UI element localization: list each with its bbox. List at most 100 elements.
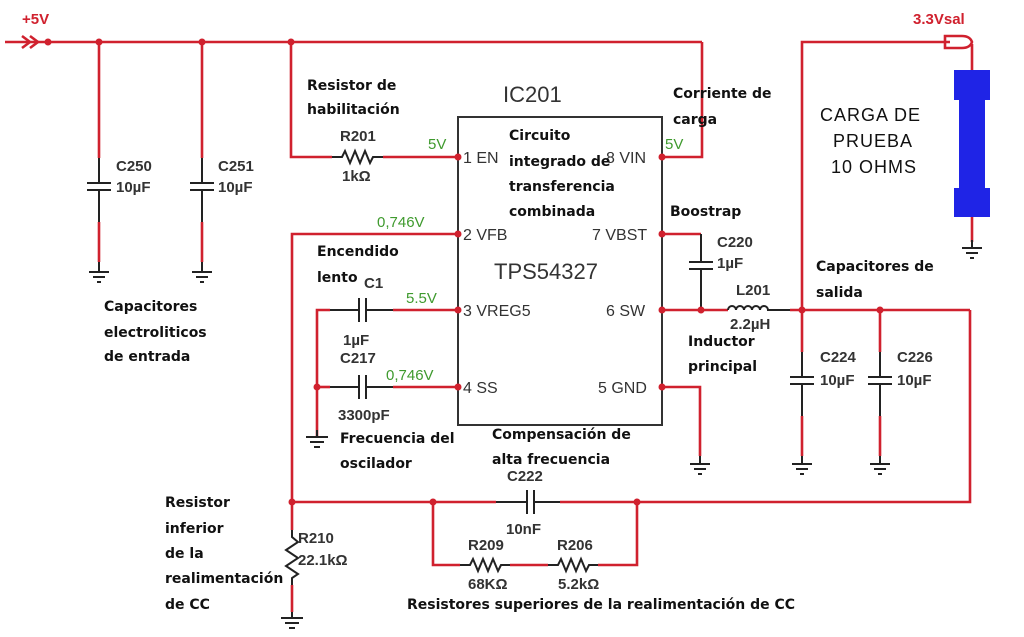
label: 5 GND [598,380,647,397]
label: Capacitores de [816,259,934,275]
capacitor-c251: C251 10µF [190,42,254,283]
label: de CC [165,597,210,613]
label: Inductor [688,334,755,350]
junction-dot [697,306,705,314]
label: inferior [165,521,224,537]
label: 1µF [343,332,369,349]
label: electroliticos [104,325,207,341]
wire-segment [636,310,972,504]
wire-segment [954,70,990,100]
wire-segment [290,232,458,502]
label: C1 [364,275,383,292]
label: 10µF [218,179,253,196]
label: 10µF [820,372,855,389]
label: IC201 [503,82,562,107]
wire-segment [662,385,702,456]
vin-net-label: +5V [22,11,49,28]
label: 5.5V [406,290,437,307]
label: lento [317,270,358,286]
label: 1kΩ [342,168,371,185]
label: R206 [557,537,593,554]
label: 1 EN [463,150,499,167]
label: Resistor [165,495,230,511]
resistor-r206: R206 5.2kΩ [548,502,639,593]
label: 10µF [897,372,932,389]
wire-segment [727,305,790,311]
label: Boostrap [670,204,741,220]
test-load-resistor: CARGA DE PRUEBA 10 OHMS [820,70,990,259]
label: 1µF [717,255,743,272]
vout-net-label: 3.3Vsal [913,11,965,28]
wire-segment [431,502,460,567]
label: C217 [340,350,376,367]
label: 6 SW [606,303,646,320]
label: C224 [820,349,857,366]
label: realimentación [165,571,283,587]
label: salida [816,285,863,301]
capacitor-c224: C224 10µF [790,310,857,475]
label: 8 VIN [606,150,646,167]
ground-icon [89,262,109,283]
label: 10µF [116,179,151,196]
wire-segment [598,502,639,567]
label: 0,746V [386,367,434,384]
label: C220 [717,234,753,251]
label: carga [673,112,717,128]
wire-segment [284,530,300,585]
ground-icon [306,430,328,448]
junction-dot [44,38,52,46]
wire-segment [662,42,704,159]
label: Encendido [317,244,399,260]
label: C222 [507,468,543,485]
label: C251 [218,158,254,175]
label: R201 [340,128,376,145]
label: 68KΩ [468,576,508,593]
wire-segment [289,42,332,159]
ground-icon [690,456,710,475]
label: 5.2kΩ [558,576,599,593]
label: de entrada [104,349,190,365]
label: integrado de [509,154,610,170]
label: Capacitores [104,299,197,315]
label: 2.2µH [730,316,770,333]
label: 10nF [506,521,541,538]
label: Corriente de [673,86,772,102]
label: R210 [298,530,334,547]
label: principal [688,359,757,375]
capacitor-c222: C222 10nF [496,468,637,538]
label: C226 [897,349,933,366]
ground-icon [962,240,982,259]
label: de la [165,546,204,562]
resistor-r201: R201 1kΩ [289,42,458,185]
ground-icon [192,262,212,283]
wire-segment [460,556,510,574]
wire-segment [954,188,990,217]
label: alta frecuencia [492,452,610,468]
label: PRUEBA [833,131,913,151]
wire-segment [332,148,383,166]
annotations: Resistor de habilitación Corriente de ca… [104,78,934,613]
label: C250 [116,158,152,175]
label: habilitación [307,102,400,118]
capacitor-c220: C220 1µF [662,232,753,310]
wire-segment [457,116,663,426]
wire-segment [800,40,950,310]
label: 5V [428,136,446,153]
resistor-r209: R209 68KΩ [431,502,548,593]
inductor-l201: L201 2.2µH [727,282,790,333]
label: CARGA DE [820,105,921,125]
label: Circuito [509,128,571,144]
wire-segment [959,98,985,190]
label: 0,746V [377,214,425,231]
wire-segment [548,556,598,574]
capacitor-c250: C250 10µF [87,42,152,283]
label: TPS54327 [494,259,598,284]
resistor-r210: R210 22.1kΩ [281,502,348,629]
label: R209 [468,537,504,554]
label: Resistor de [307,78,396,94]
label: 3300pF [338,407,390,424]
ground-icon [870,456,890,475]
ground-icon [792,456,812,475]
wire-segment [943,34,974,50]
